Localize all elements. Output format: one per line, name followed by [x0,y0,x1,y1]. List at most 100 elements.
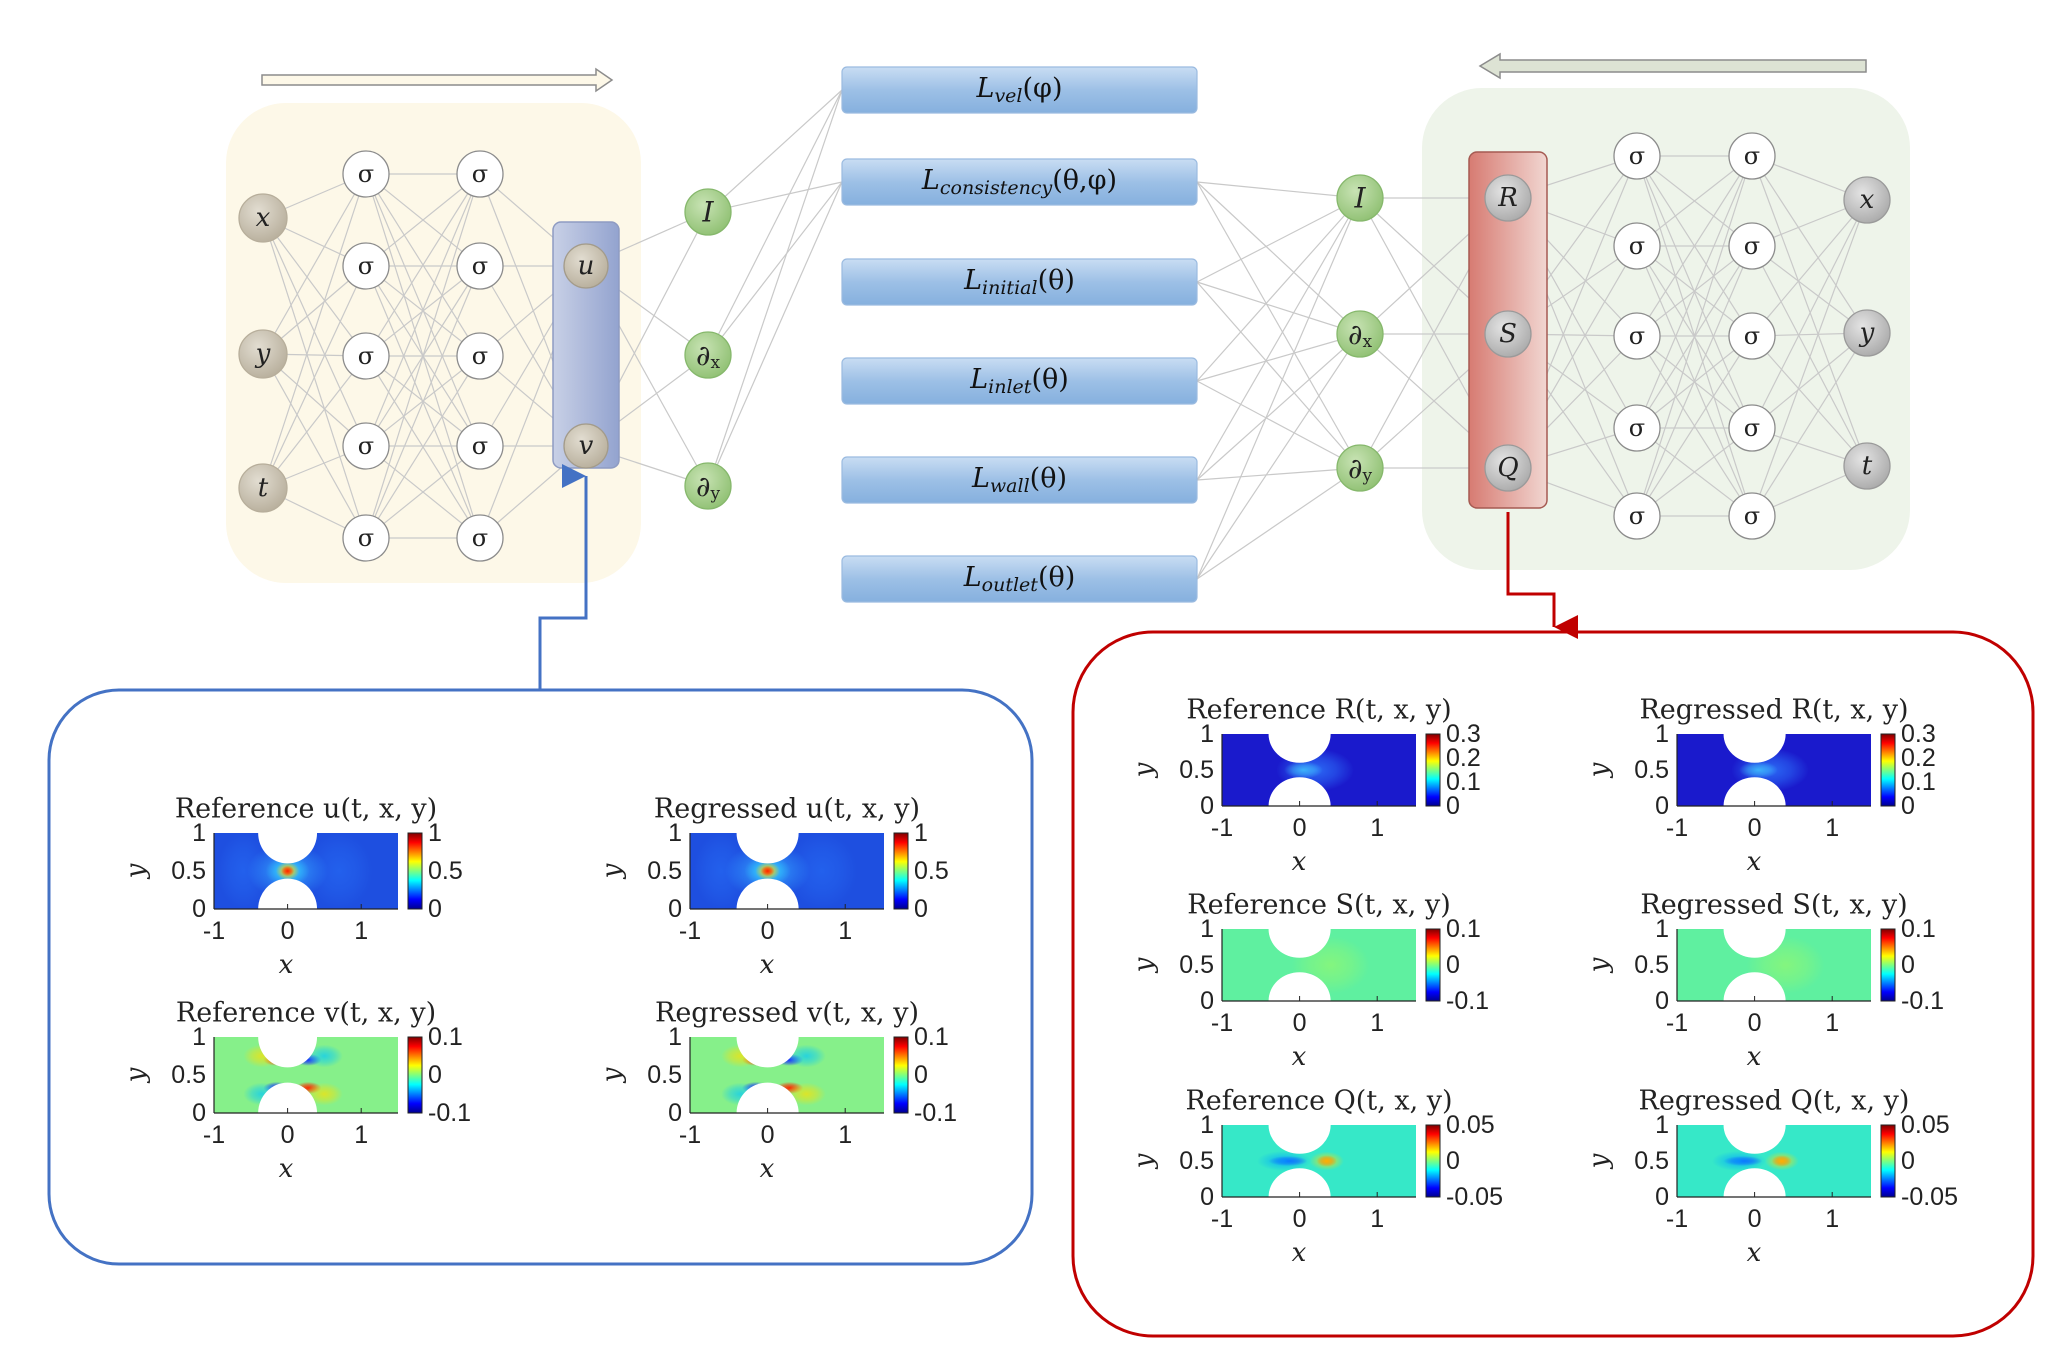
edge [365,173,481,447]
right-hidden-node-0-0: σ [1613,132,1661,180]
loss-vel: Lvel(φ) [841,66,1198,114]
y-tick-label: 0.5 [1179,951,1214,979]
left-hidden-node-0-4-label: σ [358,524,374,552]
left-operator-circle [684,331,732,379]
right-input-node-y-circle [1843,309,1891,357]
x-tick-label: -1 [1211,814,1233,842]
left-input-node-y-label: y [255,339,271,369]
y-tick-label: 0 [668,1099,682,1127]
edge [1196,281,1361,469]
y-tick-label: 0.5 [1634,756,1669,784]
obstacle-top [1723,929,1786,958]
left-hidden-node-1-3: σ [456,422,504,470]
colorbar-tick-label: 0.05 [1901,1111,1950,1139]
x-tick-label: -1 [203,917,225,945]
right-input-node-y-label: y [1859,318,1875,348]
x-tick-label: -1 [679,917,701,945]
colorbar-tick-label: -0.1 [1901,987,1944,1015]
colorbar [1880,733,1896,807]
obstacle-bottom [1723,1168,1786,1197]
x-axis-label: x [760,1154,775,1184]
x-tick-label: 0 [1748,814,1762,842]
obstacle-bottom [258,1082,318,1113]
edge [365,173,481,267]
loss-terms: Lvel(φ)Lconsistency(θ,φ)Linitial(θ)Linle… [841,66,1198,603]
y-axis-label: y [1129,957,1159,973]
right-output-node-S-circle [1484,310,1532,358]
right-input-node-t-label: t [1862,451,1873,481]
field-feature [693,833,749,909]
left-input-node-y-circle [238,329,288,379]
field-feature [280,865,295,877]
field-feature [306,1082,343,1106]
obstacle-top [258,1037,318,1068]
left-operator-circle [684,462,732,510]
edge [365,173,481,539]
colorbar-tick-label: 1 [914,819,928,847]
field-feature [1284,761,1323,779]
edge [1196,181,1361,199]
loss-label: Lconsistency(θ,φ) [921,165,1117,200]
right-operator-node-1: ∂x [1336,310,1384,358]
y-axis-label: y [597,1067,627,1083]
edge [707,89,843,213]
colorbar-tick-label: -0.1 [1446,987,1489,1015]
right-operator-label: I [1353,182,1366,215]
left-output-node-v-circle [563,423,609,469]
left-operator-label: ∂x [696,339,720,374]
loss-label: Lvel(φ) [976,73,1063,108]
left-hidden-node-0-2-label: σ [358,342,374,370]
y-tick-label: 0 [1655,792,1669,820]
x-tick-label: -1 [1666,1205,1688,1233]
right-hidden-node-1-1-label: σ [1744,232,1760,260]
right-results-panel [1071,630,2035,1338]
y-tick-label: 0.5 [1179,756,1214,784]
edge [1196,197,1361,481]
colorbar-tick-label: -0.1 [914,1099,957,1127]
colorbar-tick-label: 0 [1901,951,1915,979]
obstacle-bottom [1723,972,1786,1001]
field-feature [1764,1151,1799,1171]
field-feature [787,833,857,909]
edge [1196,181,1361,335]
x-axis-label: x [1747,847,1762,877]
y-tick-label: 1 [1200,1111,1214,1139]
y-tick-label: 1 [1655,1111,1669,1139]
field-feature [760,865,775,877]
field-feature [1739,761,1778,779]
edge [1196,380,1361,469]
y-tick-label: 0 [1655,987,1669,1015]
left-hidden-node-0-1-label: σ [358,252,374,280]
loss-wall: Lwall(θ) [841,456,1198,504]
x-tick-label: 1 [1825,1205,1839,1233]
y-axis-label: y [121,863,151,879]
edge [1751,245,1868,467]
obstacle-top [1268,1125,1331,1154]
edge [1196,197,1361,580]
edge [262,353,367,539]
left-hidden-node-1-4-circle [456,514,504,562]
right-hidden-node-0-3-label: σ [1629,414,1645,442]
left-hidden-node-1-1-label: σ [472,252,488,280]
colorbar-tick-label: 0.1 [1901,768,1936,796]
loss-consistency: Lconsistency(θ,φ) [841,158,1198,206]
left-hidden-node-0-4: σ [342,514,390,562]
colorbar-tick-label: 0.05 [1446,1111,1495,1139]
plot-title: Reference v(t, x, y) [176,998,436,1029]
left-operator-node-2: ∂y [684,462,732,510]
right-output-node-Q: Q [1484,444,1532,492]
left-output-node-u-circle [563,243,609,289]
left-operator-node-1: ∂x [684,331,732,379]
left-hidden-node-0-3-label: σ [358,432,374,460]
edge [262,355,367,489]
x-tick-label: 0 [281,1121,295,1149]
edge [1636,335,1753,517]
edge [1751,332,1868,429]
left-operator-node-0: I [684,188,732,236]
x-tick-label: -1 [1666,1009,1688,1037]
